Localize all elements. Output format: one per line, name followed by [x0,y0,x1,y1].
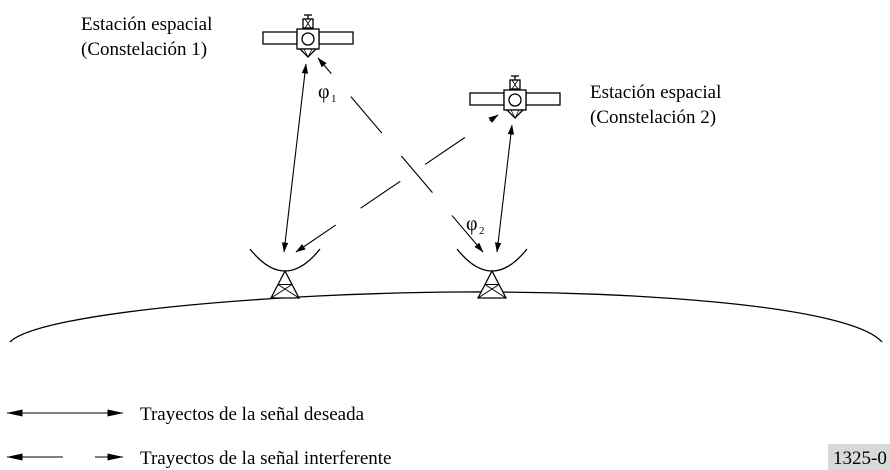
space-station-1-label-line1: Estación espacial [81,14,212,35]
figure-id-background [828,444,890,470]
space-station-2 [469,75,561,119]
figure-id-text: 1325-0 [833,448,887,469]
legend-interfering-label: Trayectos de la señal interferente [140,448,391,469]
angle-phi1-symbol: φ [318,81,330,103]
desired-path-1 [281,63,309,253]
legend-desired-label: Trayectos de la señal deseada [140,404,365,425]
angle-phi2-subscript: 2 [479,225,485,237]
interfering-path-2 [317,57,484,253]
angle-phi1-subscript: 1 [331,93,337,105]
space-station-2-label-line2: (Constelación 2) [590,107,716,128]
space-station-2-label-line1: Estación espacial [590,82,721,103]
angle-label-phi1: φ 1 [318,81,337,105]
earth-surface [9,291,883,343]
earth-station-1 [249,248,321,299]
space-station-1 [262,14,354,58]
space-station-1-label-line2: (Constelación 1) [81,39,207,60]
angle-label-phi2: φ 2 [466,213,485,237]
earth-station-2 [456,248,528,299]
legend: Trayectos de la señal deseada Trayectos … [6,404,391,469]
desired-path-2 [494,124,515,253]
figure-id: 1325-0 [828,444,890,470]
angle-phi2-symbol: φ [466,213,478,235]
